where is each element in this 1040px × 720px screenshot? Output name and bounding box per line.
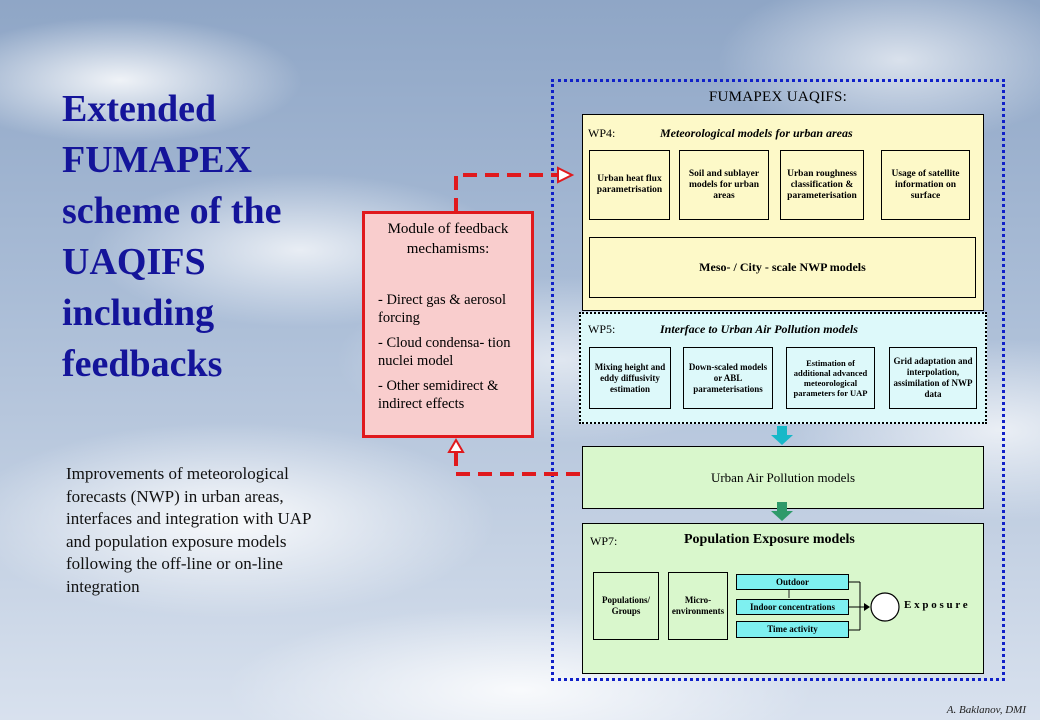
feedback-module-title: Module of feedback mechamisms:: [387, 221, 509, 257]
cyan-arrow-head: [771, 435, 793, 445]
populations-groups-box: Populations/ Groups: [593, 572, 659, 640]
feedback-arrowhead-lower: [447, 438, 465, 453]
feedback-arrowhead-upper: [557, 166, 575, 184]
feedback-arrow-upper: [454, 173, 560, 212]
wp4-label: WP4:: [588, 126, 616, 140]
indoor-concentrations-box: Indoor concentrations: [736, 599, 849, 615]
micro-environments-box: Micro- environments: [668, 572, 728, 640]
exposure-circle: [870, 592, 900, 622]
uap-models-box: Urban Air Pollution models: [582, 446, 984, 509]
wp4-title: Meteorological models for urban areas: [660, 126, 853, 140]
feedback-arrow-lower: [454, 452, 580, 476]
wp7-label: WP7:: [590, 534, 618, 548]
slide-title: Extended FUMAPEX scheme of the UAQIFS in…: [62, 88, 282, 385]
wp4-box-soil: Soil and sublayer models for urban areas: [679, 150, 769, 220]
time-activity-box: Time activity: [736, 621, 849, 638]
feedback-module-box: [362, 211, 534, 438]
wp5-label: WP5:: [588, 322, 616, 336]
exposure-label: E x p o s u r e: [904, 599, 968, 611]
slide-description: Improvements of meteorological forecasts…: [66, 464, 311, 596]
author-credit: A. Baklanov, DMI: [946, 704, 1026, 716]
wp4-box-roughness: Urban roughness classification & paramet…: [780, 150, 864, 220]
wp5-box-estimation: Estimation of additional advanced meteor…: [786, 347, 875, 409]
exposure-arrowhead: [864, 603, 870, 611]
uaqifs-frame: [551, 79, 1005, 681]
uaqifs-title: FUMAPEX UAQIFS:: [708, 89, 848, 105]
green-arrow-shaft: [777, 502, 787, 512]
feedback-item-cloud: - Cloud condensa- tion nuclei model: [378, 335, 511, 369]
wp5-title: Interface to Urban Air Pollution models: [660, 322, 858, 336]
wp4-box-heat-flux: Urban heat flux parametrisation: [589, 150, 670, 220]
nwp-models-box: Meso- / City - scale NWP models: [589, 237, 976, 298]
wp7-title: Population Exposure models: [684, 532, 855, 547]
green-arrow-head: [771, 511, 793, 521]
cyan-arrow-shaft: [777, 426, 787, 436]
outdoor-box: Outdoor: [736, 574, 849, 590]
wp5-box-downscaled: Down-scaled models or ABL parameterisati…: [683, 347, 773, 409]
feedback-item-direct: - Direct gas & aerosol forcing: [378, 292, 507, 326]
wp5-box-grid-adaptation: Grid adaptation and interpolation, assim…: [889, 347, 977, 409]
wp5-box-mixing-height: Mixing height and eddy diffusivity estim…: [589, 347, 671, 409]
feedback-item-other: - Other semidirect & indirect effects: [378, 378, 499, 412]
wp4-box-satellite: Usage of satellite information on surfac…: [881, 150, 970, 220]
